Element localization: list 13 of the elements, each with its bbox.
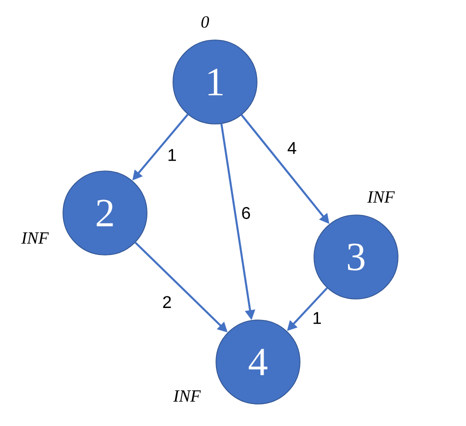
edge-label: 4 <box>286 141 298 155</box>
edge-label: 6 <box>240 206 252 220</box>
graph-node: 2 <box>62 170 148 256</box>
distance-label: 0 <box>201 16 210 28</box>
distance-label: INF <box>367 191 395 203</box>
edge-label: 2 <box>161 295 173 309</box>
graph-node: 3 <box>314 214 398 300</box>
graph-node: 4 <box>216 320 300 404</box>
distance-label: INF <box>173 390 201 402</box>
edge-label: 1 <box>311 311 323 325</box>
graph-node: 1 <box>172 40 258 124</box>
distance-label: INF <box>21 232 49 244</box>
edge-label: 1 <box>166 148 178 162</box>
